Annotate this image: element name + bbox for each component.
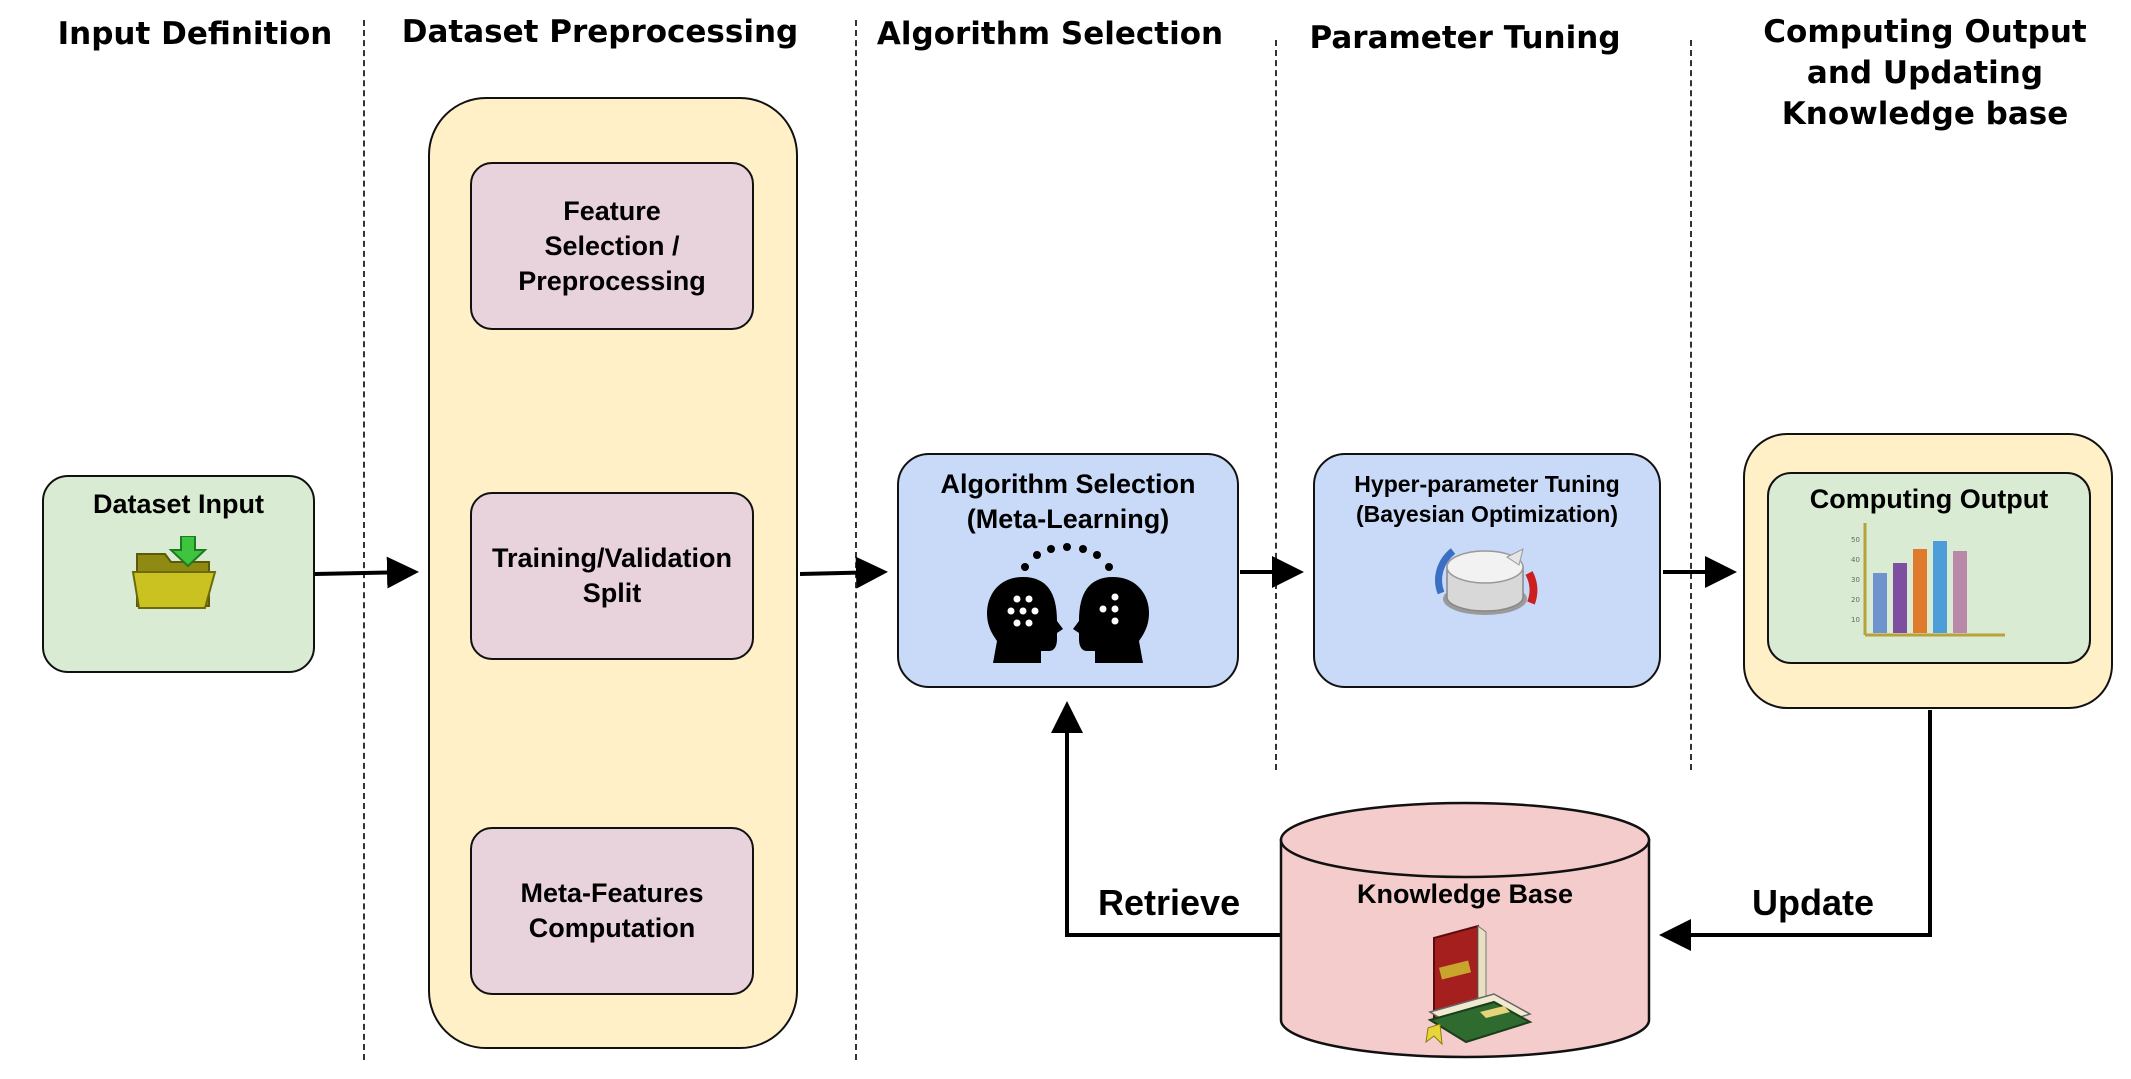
- books-icon: [1425, 924, 1533, 1046]
- folder-download-icon: [131, 536, 216, 609]
- column-divider: [855, 20, 857, 1060]
- column-divider: [1275, 40, 1277, 770]
- header-input-definition: Input Definition: [57, 16, 333, 52]
- knob-dial-icon: [1435, 548, 1538, 615]
- arrow-preprocessing-to-algorithm: [799, 556, 888, 589]
- computing-output-node: Computing Output 50 40 30 20 10: [1767, 472, 2091, 664]
- header-algorithm-selection: Algorithm Selection: [876, 16, 1224, 52]
- chart-icon-tick: 10: [1851, 616, 1860, 624]
- hyperparameter-tuning-label: Hyper-parameter Tuning (Bayesian Optimiz…: [1354, 471, 1620, 527]
- arrow-input-to-preprocessing: [314, 556, 419, 589]
- algorithm-selection-node: Algorithm Selection (Meta-Learning): [897, 453, 1239, 688]
- bar-chart-icon: 50 40 30 20 10: [1851, 523, 2005, 637]
- dataset-input-label: Dataset Input: [92, 489, 265, 519]
- column-divider: [1690, 40, 1692, 770]
- chart-icon-tick: 20: [1851, 596, 1860, 604]
- chart-icon-tick: 30: [1851, 576, 1860, 584]
- dataset-input-node: Dataset Input: [42, 475, 315, 673]
- feature-selection-label: Feature Selection / Preprocessing: [518, 195, 706, 296]
- knowledge-base-label: Knowledge Base: [1356, 879, 1574, 909]
- column-divider: [363, 20, 365, 1060]
- meta-features-node: Meta-Features Computation: [470, 827, 754, 995]
- retrieve-label: Retrieve: [1098, 882, 1241, 923]
- header-computing-output: Computing Output and Updating Knowledge …: [1763, 14, 2087, 132]
- train-split-node: Training/Validation Split: [470, 492, 754, 660]
- heads-meta-learning-icon: [987, 543, 1149, 663]
- algorithm-selection-label: Algorithm Selection (Meta-Learning): [940, 469, 1196, 534]
- chart-icon-tick: 40: [1851, 556, 1860, 564]
- computing-output-label: Computing Output: [1809, 484, 2049, 514]
- hyperparameter-tuning-node: Hyper-parameter Tuning (Bayesian Optimiz…: [1313, 453, 1661, 688]
- header-parameter-tuning: Parameter Tuning: [1309, 20, 1621, 56]
- update-label: Update: [1752, 882, 1875, 923]
- chart-icon-tick: 50: [1851, 536, 1860, 544]
- meta-features-label: Meta-Features Computation: [520, 878, 704, 943]
- train-split-label: Training/Validation Split: [492, 543, 733, 608]
- header-dataset-preprocessing: Dataset Preprocessing: [401, 14, 799, 50]
- feature-selection-node: Feature Selection / Preprocessing: [470, 162, 754, 330]
